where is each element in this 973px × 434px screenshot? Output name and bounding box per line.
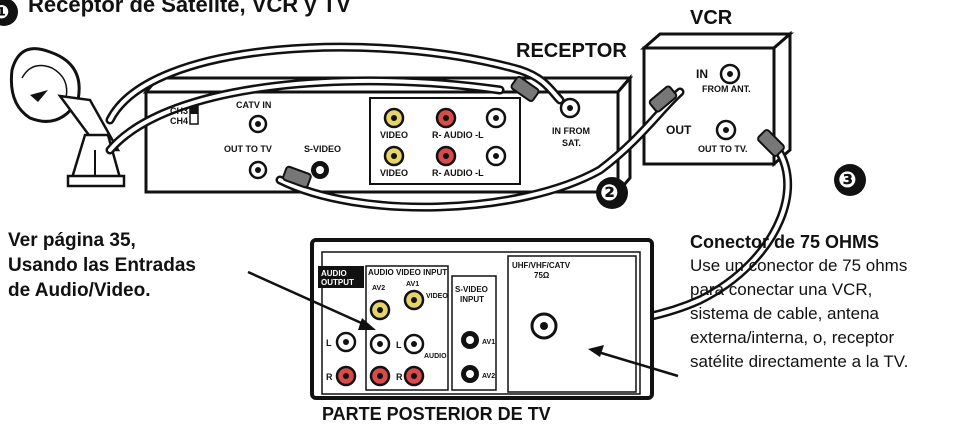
ch4-label: CH4 [170, 116, 188, 126]
step-2-marker [596, 177, 628, 209]
av2-label: AV2 [372, 285, 385, 292]
note-line-2: Usando las Entradas [8, 255, 196, 276]
in-from-sat-label-1: IN FROM [552, 126, 590, 136]
audio-label-2: R- AUDIO -L [432, 168, 484, 178]
vcr-title: VCR [690, 7, 733, 29]
tv-l-label: L [326, 338, 332, 348]
av-inputs-note: Ver página 35, Usando las Entradas de Au… [8, 228, 196, 303]
pointer-arrows [247, 270, 679, 378]
in-from-sat-label-2: SAT. [562, 138, 581, 148]
note-line-3: de Audio/Video. [8, 280, 151, 301]
ch3-label: CH3 [170, 106, 188, 116]
catv-in-label: CATV IN [236, 100, 271, 110]
tv-av-r-label: R [396, 372, 403, 382]
note-line-1: Ver página 35, [8, 230, 136, 251]
video-label-2: VIDEO [380, 168, 408, 178]
vcr-out-to-tv-label: OUT TO TV. [698, 144, 748, 154]
video-label-1: VIDEO [380, 130, 408, 140]
vcr-box [640, 30, 794, 168]
audio-label-1: R- AUDIO -L [432, 130, 484, 140]
tv-r-label: R [326, 372, 333, 382]
tv-video-label: VIDEO [426, 293, 448, 300]
tv-audio-label: AUDIO [424, 353, 447, 360]
connector-line-5: satélite directamente a la TV. [690, 352, 909, 371]
satellite-dish-icon [9, 47, 126, 188]
tv-svideo-av1-label: AV1 [482, 339, 495, 346]
av1-label: AV1 [406, 281, 419, 288]
av-input-label: AUDIO VIDEO INPUT [368, 268, 447, 277]
vcr-in-label: IN [696, 67, 708, 81]
tv-av-l-label: L [396, 340, 402, 350]
receptor-title: RECEPTOR [516, 40, 627, 62]
connector-line-1: Use un conector de 75 ohms [690, 256, 908, 275]
audio-output-label-2: OUTPUT [321, 278, 354, 287]
tv-svideo-label-2: INPUT [460, 295, 484, 304]
step-2-glyph: ❷ [600, 180, 619, 205]
s-video-label: S-VIDEO [304, 144, 341, 154]
connector-title: Conector de 75 OHMS [690, 232, 880, 252]
out-to-tv-label: OUT TO TV [224, 144, 272, 154]
tv-caption: PARTE POSTERIOR DE TV [322, 404, 551, 424]
connector-description: Conector de 75 OHMS Use un conector de 7… [690, 230, 908, 374]
audio-output-label-1: AUDIO [321, 269, 347, 278]
step-3-marker [834, 164, 866, 196]
step-1-glyph: ❶ [0, 2, 10, 22]
step-3-glyph: ❸ [838, 167, 857, 192]
tv-back-panel [310, 238, 654, 400]
uhf-label-2: 75Ω [534, 271, 550, 280]
connector-line-4: externa/interna, o, receptor [690, 328, 895, 347]
connector-line-3: sistema de cable, antena [690, 304, 880, 323]
section-title: Receptor de Satélite, VCR y TV [28, 0, 351, 17]
step-1-marker [0, 0, 18, 26]
uhf-label-1: UHF/VHF/CATV [512, 261, 571, 270]
connector-line-2: para conectar una VCR, [690, 280, 873, 299]
vcr-out-label: OUT [666, 123, 692, 137]
tv-svideo-av2-label: AV2 [482, 373, 495, 380]
tv-svideo-label-1: S-VIDEO [455, 285, 488, 294]
vcr-from-ant-label: FROM ANT. [702, 84, 751, 94]
